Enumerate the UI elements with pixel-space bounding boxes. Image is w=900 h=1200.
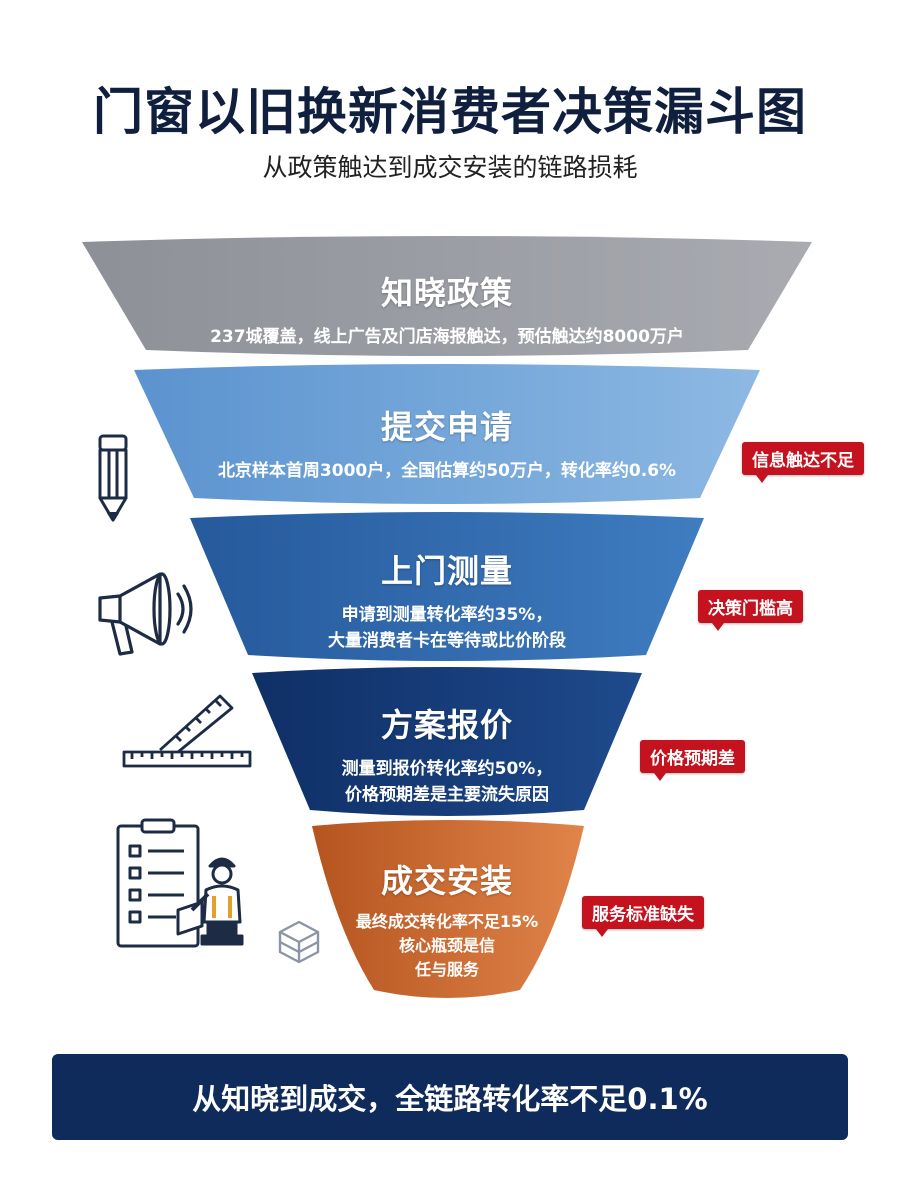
funnel-stage-2 xyxy=(134,364,760,504)
summary-banner: 从知晓到成交，全链路转化率不足0.1% xyxy=(52,1054,848,1140)
stage-5-text: 成交安装 最终成交转化率不足15% 核心瓶颈是信 任与服务 xyxy=(340,856,554,982)
tag-info-reach: 信息触达不足 xyxy=(742,442,864,483)
tag-service-standard: 服务标准缺失 xyxy=(582,896,704,937)
stage-3-text: 上门测量 申请到测量转化率约35%， 大量消费者卡在等待或比价阶段 xyxy=(240,546,654,654)
checklist-worker-icon xyxy=(116,818,244,948)
funnel-stage-1 xyxy=(82,236,812,356)
pencil-icon xyxy=(98,434,128,522)
stage-4-text: 方案报价 测量到报价转化率约50%， 价格预期差是主要流失原因 xyxy=(290,700,604,808)
stage-4-name: 方案报价 xyxy=(380,706,513,744)
stage-2-name: 提交申请 xyxy=(380,408,513,446)
tag-price-gap: 价格预期差 xyxy=(640,740,745,781)
stage-2-text: 提交申请 北京样本首周3000户，全国估算约50万户，转化率约0.6% xyxy=(190,402,704,484)
stage-5-name: 成交安装 xyxy=(380,862,513,900)
funnel-stage-5 xyxy=(312,820,584,998)
funnel-stage-4 xyxy=(252,667,642,816)
page-title: 门窗以旧换新消费者决策漏斗图 xyxy=(93,83,807,141)
box-icon xyxy=(278,920,320,964)
stage-1-desc: 237城覆盖，线上广告及门店海报触达，预估触达约8000万户 xyxy=(210,327,684,347)
ruler-icon xyxy=(122,694,252,768)
megaphone-icon xyxy=(98,572,193,656)
page-subtitle: 从政策触达到成交安装的链路损耗 xyxy=(262,153,638,182)
stage-4-desc: 测量到报价转化率约50%， 价格预期差是主要流失原因 xyxy=(341,759,553,805)
stage-5-desc: 最终成交转化率不足15% 核心瓶颈是信 任与服务 xyxy=(355,912,539,979)
stage-2-desc: 北京样本首周3000户，全国估算约50万户，转化率约0.6% xyxy=(217,461,677,481)
tag-decision-threshold: 决策门槛高 xyxy=(698,590,803,631)
funnel-diagram xyxy=(82,236,812,998)
stage-1-name: 知晓政策 xyxy=(380,274,513,312)
stage-3-name: 上门测量 xyxy=(380,552,513,590)
funnel-stage-3 xyxy=(190,512,704,661)
stage-3-desc: 申请到测量转化率约35%， 大量消费者卡在等待或比价阶段 xyxy=(328,605,566,651)
stage-1-text: 知晓政策 237城覆盖，线上广告及门店海报触达，预估触达约8000万户 xyxy=(140,268,754,350)
